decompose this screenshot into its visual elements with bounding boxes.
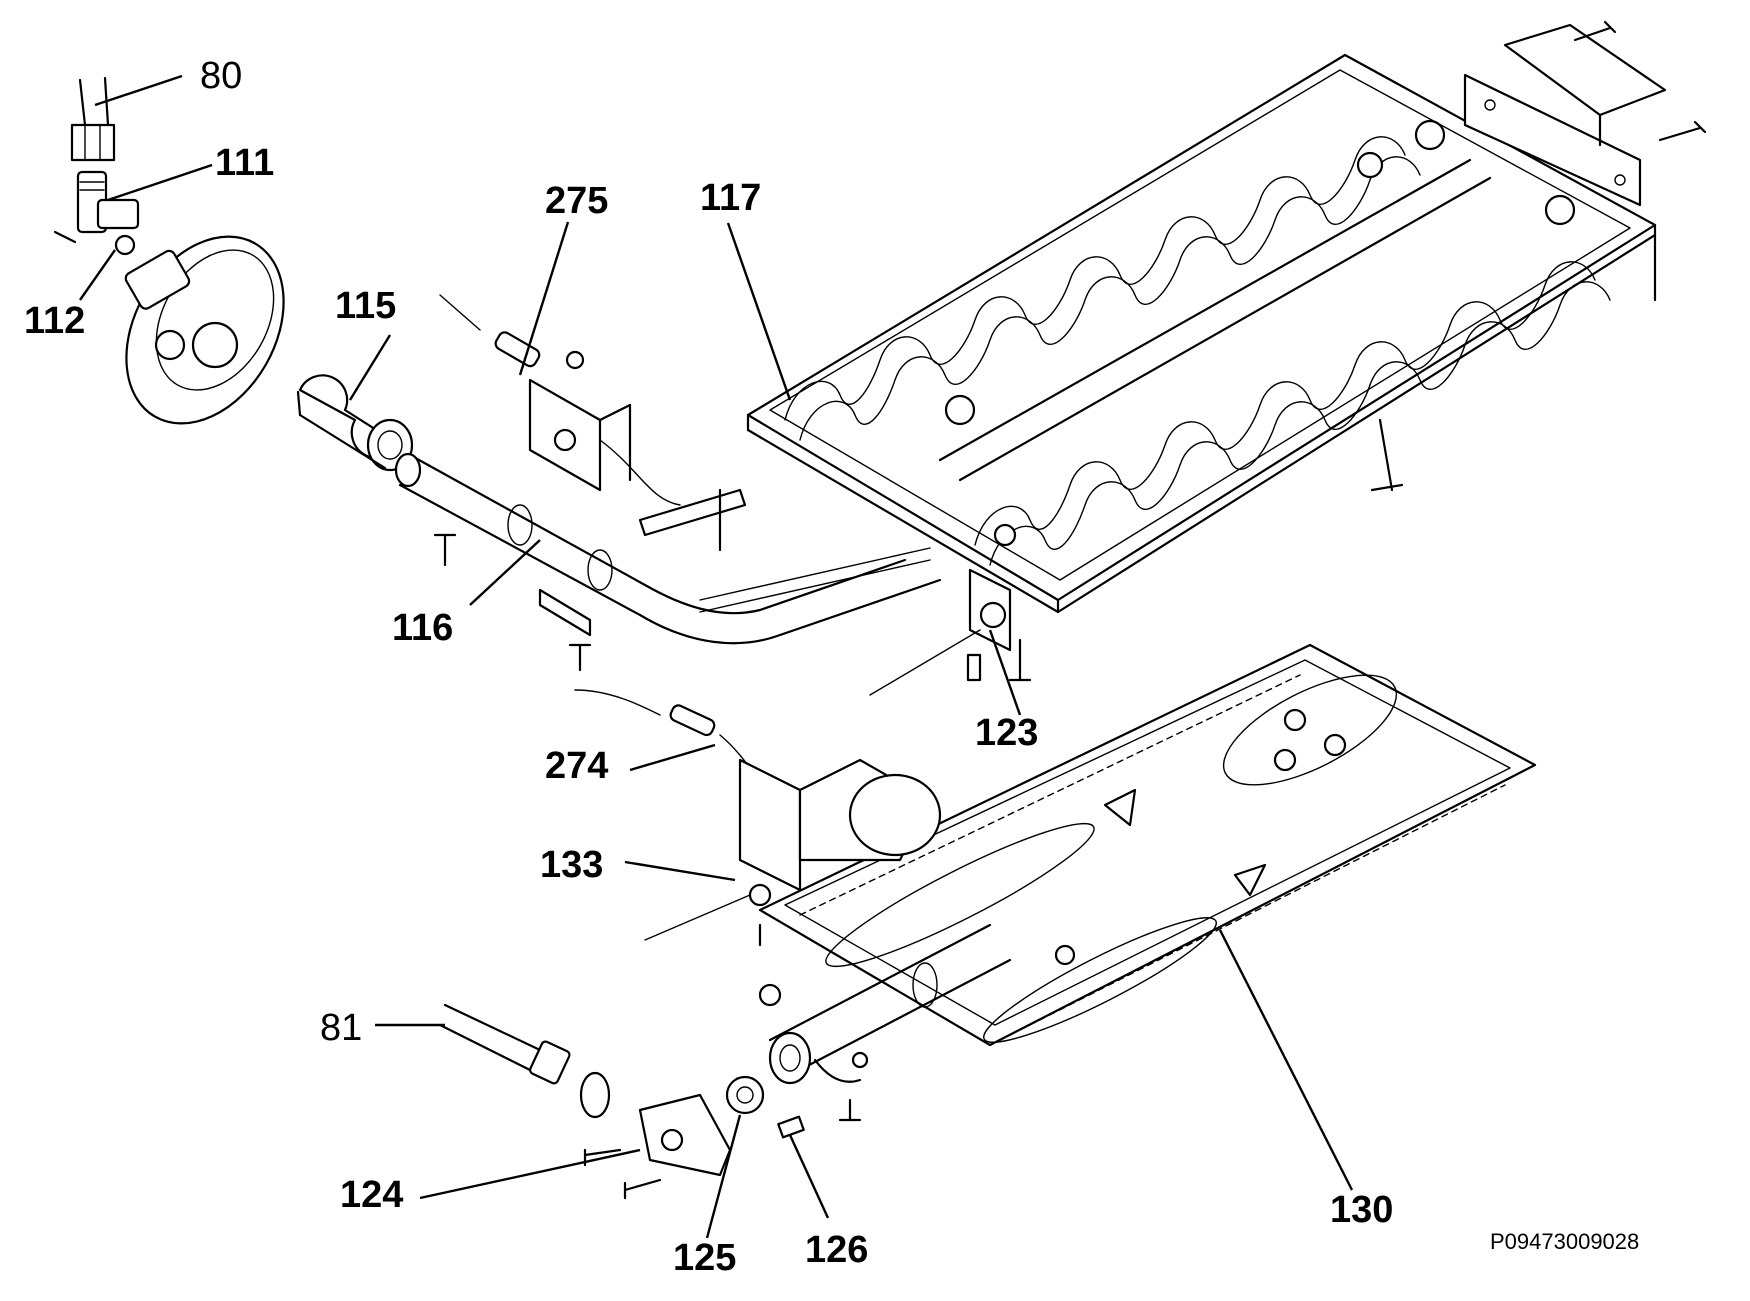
callout-125: 125 [673, 1237, 736, 1279]
callout-275: 275 [545, 180, 608, 222]
valve-bracket-124 [583, 1093, 732, 1200]
callout-133: 133 [540, 844, 603, 886]
callout-81: 81 [320, 1007, 362, 1049]
air-shutter-115 [296, 374, 414, 472]
upper-screws [433, 533, 1032, 682]
orifice-125 [725, 1075, 765, 1115]
rear-bracket [1370, 20, 1707, 492]
lower-burner-tube [768, 923, 1012, 1085]
upper-burner-tube-116 [394, 452, 942, 645]
leader-lines [79, 74, 1354, 1239]
igniter-electrode-275 [439, 294, 681, 506]
elbow-fitting-111 [76, 170, 140, 234]
callout-116: 116 [392, 607, 453, 649]
callout-124: 124 [340, 1174, 403, 1216]
grill-panel-117 [746, 53, 1657, 614]
callout-80: 80 [200, 55, 242, 97]
callout-123: 123 [975, 712, 1038, 754]
bracket-133 [644, 758, 942, 1007]
callout-130: 130 [1330, 1189, 1393, 1231]
mounting-bracket-123 [869, 568, 1012, 696]
callout-labels: 80 111 112 115 275 117 116 123 274 133 8… [24, 55, 1639, 1279]
callout-117: 117 [700, 177, 761, 219]
gas-inlet-pipe-81 [438, 1003, 611, 1119]
callout-126: 126 [805, 1229, 868, 1271]
clip-126 [777, 1098, 862, 1139]
callout-112: 112 [24, 300, 85, 342]
callout-115: 115 [335, 285, 396, 327]
gas-valve-housing [124, 235, 285, 425]
retaining-clip-112 [53, 230, 136, 256]
part-code: P09473009028 [1490, 1229, 1639, 1254]
callout-111: 111 [215, 142, 274, 184]
gas-inlet-pipe-80 [70, 76, 116, 162]
callout-274: 274 [545, 745, 608, 787]
